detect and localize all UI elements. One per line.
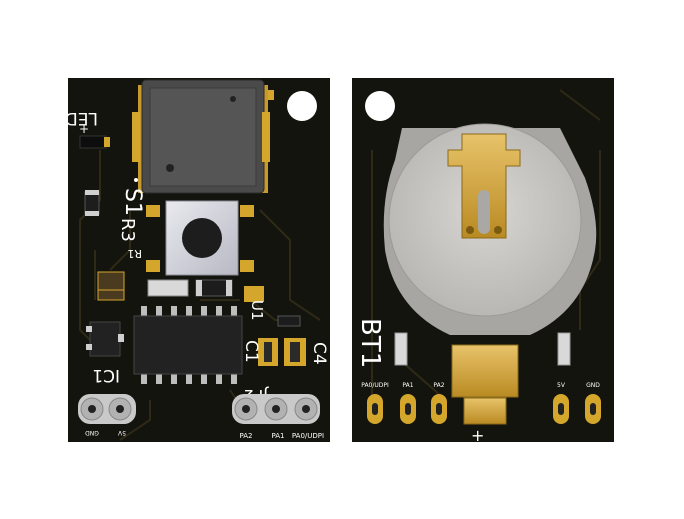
back-pin-gnd: GND — [586, 382, 600, 389]
back-pin-pa0: PA0/UDPI — [361, 382, 389, 389]
ic1-chip — [133, 306, 243, 384]
led2 — [79, 135, 110, 149]
r1-ref: R1 — [127, 247, 142, 260]
jp2-header — [232, 394, 320, 424]
caps-right — [258, 315, 306, 366]
tactile-switch — [146, 200, 254, 276]
front-pin-5v: 5V — [117, 429, 126, 436]
r3-resistor — [84, 190, 100, 216]
ic-sot — [86, 321, 124, 357]
led-plus-mark: + — [79, 122, 89, 136]
passives-row — [97, 271, 264, 302]
front-pin-pa2: PA2 — [239, 432, 252, 440]
front-pin-gnd: GND — [85, 429, 99, 436]
ic1-ref: IC1 — [92, 365, 120, 385]
back-pin-pa1: PA1 — [402, 382, 413, 389]
front-pin-pa0: PA0/UDPI — [292, 432, 324, 440]
u1-ref: U1 — [248, 300, 266, 321]
sensor-module — [132, 79, 270, 194]
bt1-ref: BT1 — [355, 318, 385, 368]
jp1-ref: JP1 — [105, 444, 131, 463]
mounting-hole — [287, 91, 317, 121]
coin-cell-holder — [383, 123, 597, 425]
back-board: BT1 + PA0/UDPI PA1 PA2 5V GND — [352, 78, 614, 445]
back-pin-pa2: PA2 — [433, 382, 444, 389]
back-pads — [367, 394, 601, 424]
back-plus-mark: + — [471, 426, 484, 445]
led-ref: LED2 — [54, 108, 98, 128]
front-board: LED2 + S1 R3 R1 — [54, 78, 330, 463]
c1-ref: C1 — [241, 340, 261, 363]
back-pin-5v: 5V — [557, 382, 566, 389]
c4-ref: C4 — [309, 342, 329, 365]
r3-ref: R3 — [117, 218, 138, 242]
s1-ref: S1 — [120, 188, 145, 216]
front-pin-pa1: PA1 — [271, 432, 284, 440]
back-traces — [371, 89, 601, 400]
jp1-header — [78, 394, 136, 424]
back-mounting-hole — [365, 91, 395, 121]
